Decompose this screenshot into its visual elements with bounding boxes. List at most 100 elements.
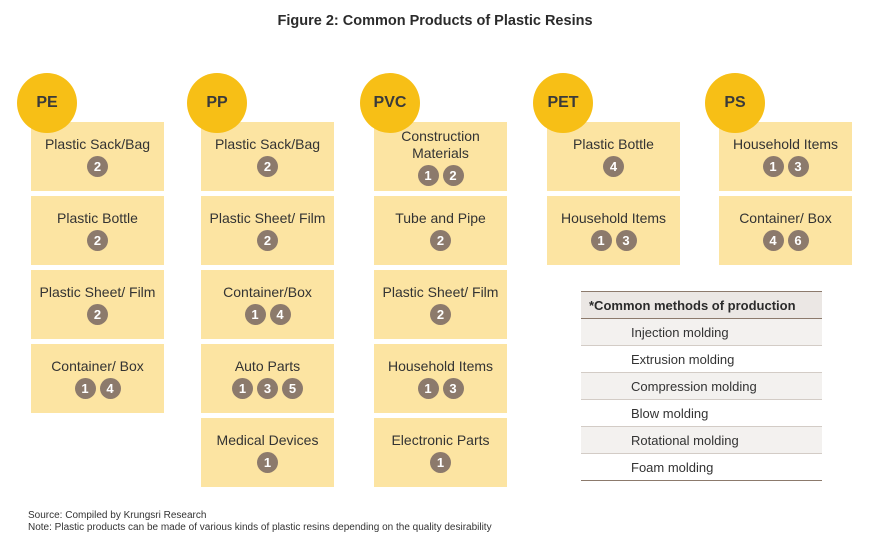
product-label: Plastic Sheet/ Film [209,210,326,226]
product-label: Tube and Pipe [395,210,486,226]
legend-row: Extrusion molding [581,346,822,373]
method-number-badge: 1 [232,378,253,399]
method-number-badge: 2 [430,230,451,251]
method-number-badge: 5 [282,378,303,399]
production-methods-legend: *Common methods of production Injection … [581,291,822,481]
product-label: Plastic Sheet/ Film [382,284,499,300]
footnote: Note: Plastic products can be made of va… [28,522,492,533]
method-number-badge: 4 [269,304,291,325]
product-label: Household Items [387,358,494,374]
method-badges: 1 [430,452,451,473]
method-number-badge: 4 [603,156,624,177]
method-number-badge: 1 [74,378,96,399]
legend-row: Blow molding [581,400,822,427]
legend-row: Rotational molding [581,427,822,454]
method-number-badge: 3 [442,378,464,399]
product-label: Container/Box [223,284,312,300]
product-card: Plastic Sack/Bag 2 [31,122,164,191]
resin-badge: PE [17,73,77,133]
product-label: Medical Devices [216,432,319,448]
method-badges: 2 [87,156,108,177]
product-label: Container/ Box [739,210,832,226]
method-badges: 4 [603,156,624,177]
legend-header: *Common methods of production [581,291,822,319]
product-label: Auto Parts [234,358,301,374]
method-number-badge: 1 [417,164,439,186]
method-number-badge: 2 [257,230,278,251]
method-number-badge: 2 [430,304,451,325]
product-card: Tube and Pipe 2 [374,196,507,265]
legend-row: Compression molding [581,373,822,400]
method-number-badge: 4 [99,378,121,399]
method-number-badge: 1 [430,452,451,473]
legend-row: Foam molding [581,454,822,481]
method-number-badge: 1 [590,230,612,251]
product-label: Plastic Sack/Bag [44,136,151,152]
product-card: Electronic Parts 1 [374,418,507,487]
product-card: Plastic Sheet/ Film 2 [31,270,164,339]
product-label: Construction Materials [401,127,480,161]
method-number-badge: 2 [87,304,108,325]
product-card: Plastic Sheet/ Film 2 [374,270,507,339]
method-number-badge: 3 [787,156,809,177]
method-number-badge: 1 [257,452,278,473]
method-badges: 2 [87,230,108,251]
method-badges: 2 [257,156,278,177]
product-label: Plastic Bottle [573,136,654,152]
product-card: Plastic Bottle 4 [547,122,680,191]
product-card: Plastic Sack/Bag 2 [201,122,334,191]
resin-badge: PVC [360,73,420,133]
method-number-badge: 2 [257,156,278,177]
product-label: Household Items [732,136,839,152]
figure-title: Figure 2: Common Products of Plastic Res… [277,13,593,29]
product-card: Plastic Bottle 2 [31,196,164,265]
resin-badge: PS [705,73,765,133]
method-badges: 2 [430,304,451,325]
product-card: Plastic Sheet/ Film 2 [201,196,334,265]
method-number-badge: 1 [762,156,784,177]
method-number-badge: 6 [787,230,809,251]
method-badges: 2 [430,230,451,251]
product-label: Electronic Parts [391,432,490,448]
method-number-badge: 4 [762,230,784,251]
resin-badge: PP [187,73,247,133]
method-number-badge: 2 [87,156,108,177]
method-badges: 2 [87,304,108,325]
footer: Source: Compiled by Krungsri Research No… [28,510,492,534]
product-label: Container/ Box [51,358,144,374]
source-note: Source: Compiled by Krungsri Research [28,510,207,521]
method-badges: 2 [257,230,278,251]
method-number-badge: 2 [87,230,108,251]
product-label: Household Items [560,210,667,226]
product-label: Plastic Bottle [57,210,138,226]
method-number-badge: 1 [244,304,266,325]
method-number-badge: 2 [442,164,464,186]
product-card: Medical Devices 1 [201,418,334,487]
product-label: Plastic Sheet/ Film [39,284,156,300]
method-number-badge: 3 [257,378,278,399]
product-label: Plastic Sack/Bag [214,136,321,152]
resin-badge: PET [533,73,593,133]
method-number-badge: 1 [417,378,439,399]
legend-row: Injection molding [581,319,822,346]
